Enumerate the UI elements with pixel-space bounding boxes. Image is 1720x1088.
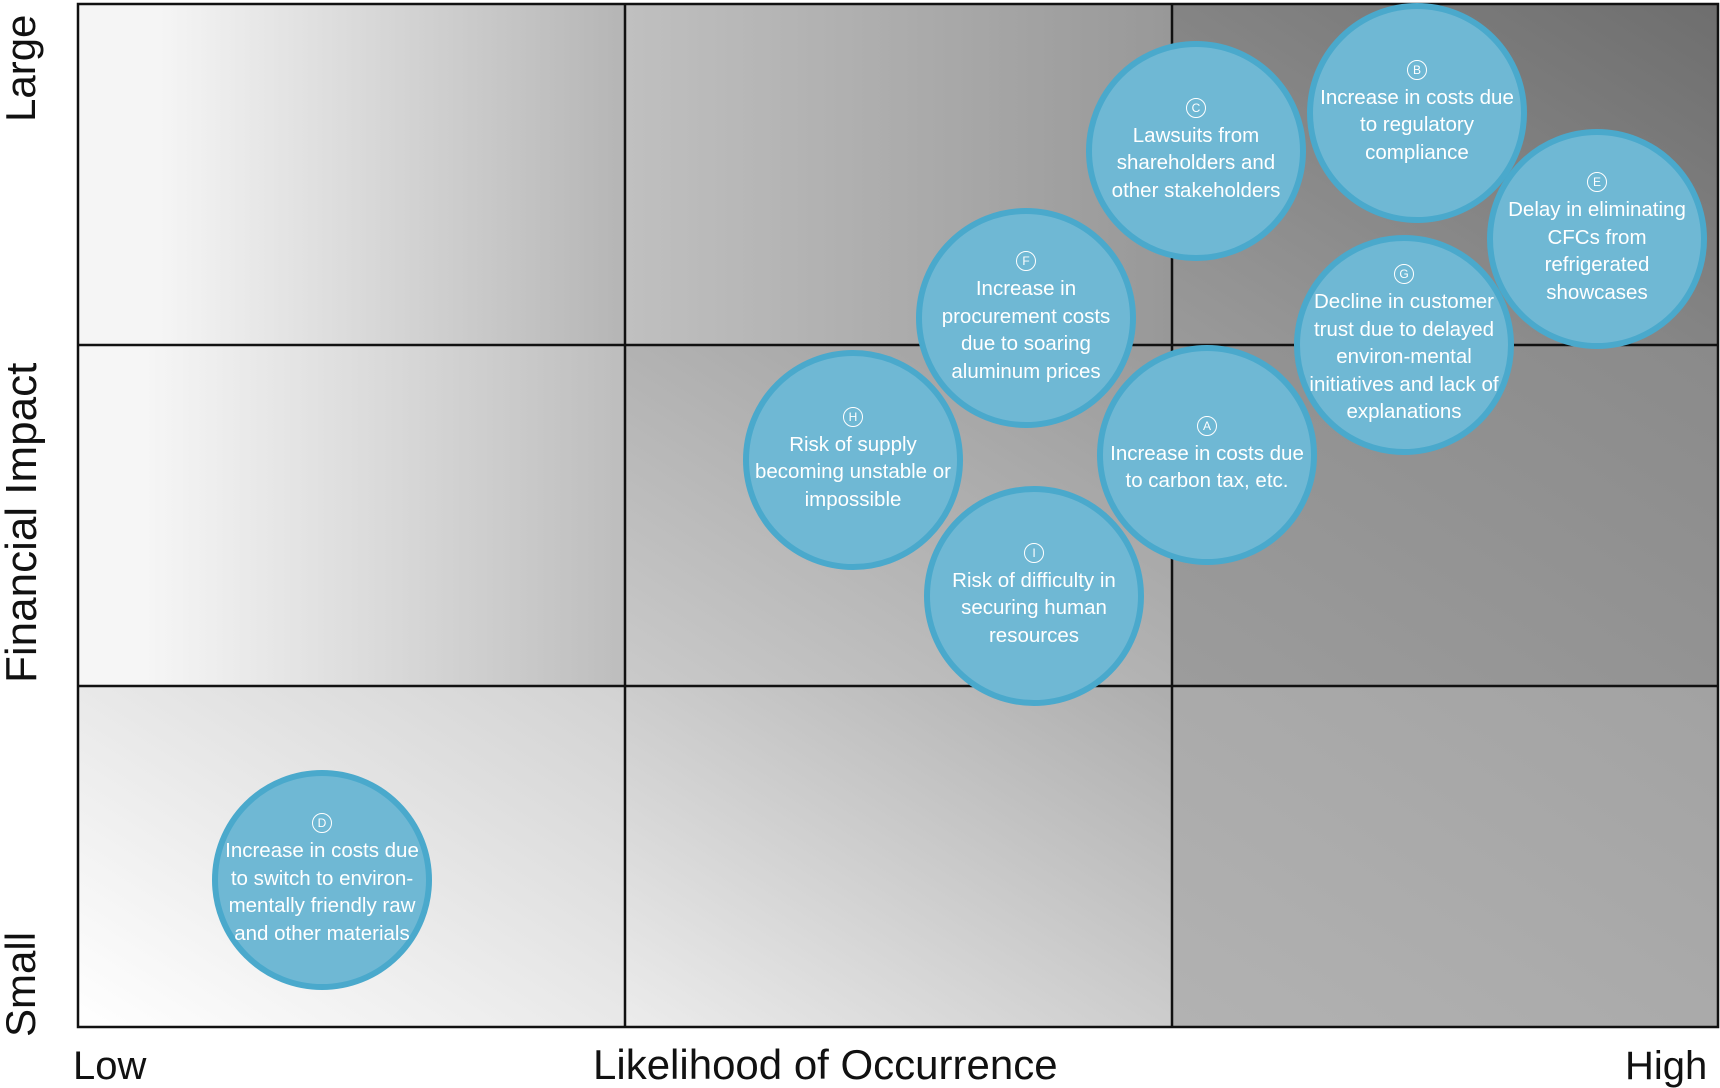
- risk-letter-badge: H: [843, 406, 863, 427]
- risk-description: Decline in customer trust due to delayed…: [1309, 290, 1499, 424]
- risk-description: Risk of difficulty in securing human res…: [952, 568, 1116, 647]
- x-axis-title: Likelihood of Occurrence: [593, 1041, 1058, 1088]
- risk-bubble-h: H Risk of supply becoming unstable or im…: [743, 350, 963, 570]
- risk-description: Increase in procurement costs due to soa…: [941, 277, 1111, 383]
- y-axis-small-label: Small: [0, 931, 44, 1037]
- x-axis-low-label: Low: [73, 1044, 147, 1088]
- y-axis-title: Financial Impact: [0, 362, 46, 683]
- risk-bubble-c: C Lawsuits from shareholders and other s…: [1086, 41, 1306, 261]
- risk-description: Risk of supply becoming unstable or impo…: [754, 432, 951, 511]
- y-axis-large-label: Large: [0, 14, 44, 122]
- risk-letter-badge: A: [1197, 415, 1217, 436]
- risk-bubble-f: F Increase in procurement costs due to s…: [916, 208, 1136, 428]
- risk-description: Increase in costs due to carbon tax, etc…: [1110, 441, 1304, 493]
- risk-letter-badge: C: [1186, 97, 1206, 118]
- risk-description: Increase in costs due to switch to envir…: [225, 839, 419, 945]
- cell-high-likelihood-small-impact: [1172, 686, 1718, 1027]
- risk-letter-badge: I: [1024, 542, 1044, 563]
- risk-bubble-b: B Increase in costs due to regulatory co…: [1307, 3, 1527, 223]
- risk-bubble-d: D Increase in costs due to switch to env…: [212, 770, 432, 990]
- risk-bubble-i: I Risk of difficulty in securing human r…: [924, 486, 1144, 706]
- risk-letter-badge: D: [312, 813, 332, 833]
- risk-bubble-e: E Delay in eliminating CFCs from refrige…: [1487, 129, 1707, 349]
- risk-description: Increase in costs due to regulatory comp…: [1320, 85, 1514, 164]
- risk-letter-badge: F: [1016, 251, 1036, 271]
- x-axis-high-label: High: [1625, 1044, 1708, 1088]
- cell-low-likelihood-medium-impact: [78, 345, 625, 686]
- risk-bubble-a: A Increase in costs due to carbon tax, e…: [1097, 345, 1317, 565]
- risk-letter-badge: G: [1394, 264, 1414, 285]
- risk-description: Delay in eliminating CFCs from refrigera…: [1508, 198, 1686, 304]
- cell-mid-likelihood-small-impact: [625, 686, 1172, 1027]
- risk-description: Lawsuits from shareholders and other sta…: [1111, 123, 1281, 202]
- risk-letter-badge: E: [1587, 172, 1607, 192]
- risk-letter-badge: B: [1407, 59, 1427, 80]
- cell-low-likelihood-large-impact: [78, 4, 625, 345]
- risk-bubble-g: G Decline in customer trust due to delay…: [1294, 235, 1514, 455]
